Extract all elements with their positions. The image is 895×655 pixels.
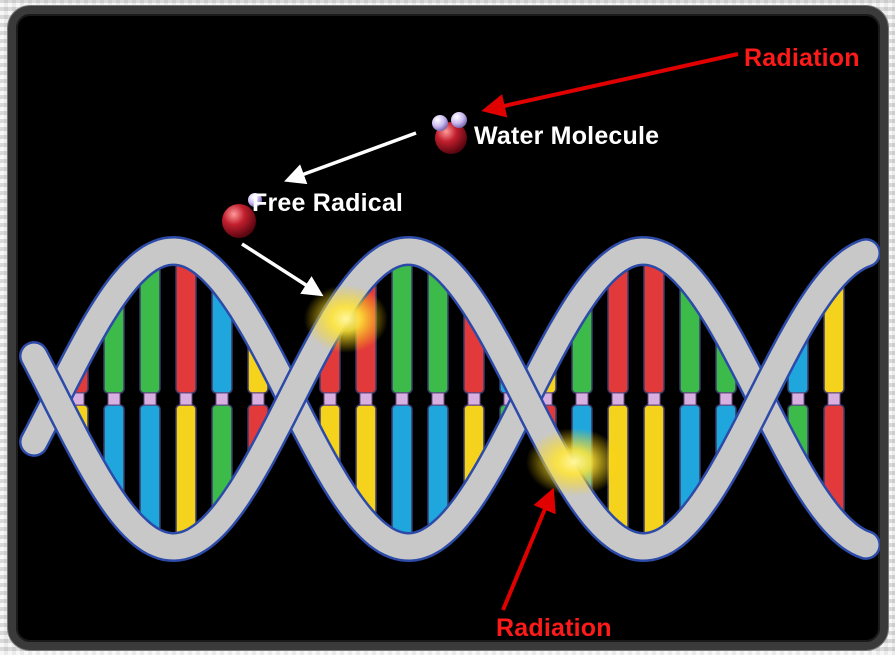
- water-molecule-icon: [432, 112, 467, 154]
- base-upper: [140, 266, 160, 393]
- hydrogen-bond: [612, 393, 624, 405]
- hydrogen-bond: [684, 393, 696, 405]
- base-lower: [392, 405, 412, 538]
- base-upper: [644, 260, 664, 393]
- hydrogen-bond: [324, 393, 336, 405]
- free-radical-label: Free Radical: [252, 189, 403, 218]
- arrow-radical-to-dna: [242, 244, 320, 294]
- hydrogen-bond: [180, 393, 192, 405]
- base-upper: [176, 261, 196, 393]
- hydrogen-bond: [252, 393, 264, 405]
- hydrogen-bond: [360, 393, 372, 405]
- base-lower: [644, 405, 664, 538]
- arrow-water-to-radical: [288, 133, 416, 180]
- base-lower: [176, 405, 196, 537]
- damage-glow-upper: [304, 285, 388, 353]
- hydrogen-bond: [648, 393, 660, 405]
- base-upper: [608, 268, 628, 393]
- radiation-arrow-top: [486, 54, 738, 110]
- water-molecule-label: Water Molecule: [474, 122, 659, 151]
- hydrogen-bond: [720, 393, 732, 405]
- hydrogen-bond: [792, 393, 804, 405]
- hydrogen-bond: [432, 393, 444, 405]
- hydrogen-bond: [828, 393, 840, 405]
- base-lower: [140, 405, 160, 532]
- radiation-label-top: Radiation: [744, 44, 860, 73]
- diagram-panel: Radiation Water Molecule Free Radical Ra…: [8, 6, 888, 650]
- radiation-arrow-bottom: [503, 492, 552, 610]
- hydrogen-bond: [576, 393, 588, 405]
- hydrogen-bond: [468, 393, 480, 405]
- hydrogen-bond: [108, 393, 120, 405]
- hydrogen-bond: [216, 393, 228, 405]
- dna-damage-diagram: [16, 14, 880, 642]
- radiation-label-bottom: Radiation: [496, 614, 612, 643]
- base-upper: [392, 260, 412, 393]
- hydrogen-bond: [396, 393, 408, 405]
- hydrogen-bond: [144, 393, 156, 405]
- damage-glow-lower: [526, 428, 622, 496]
